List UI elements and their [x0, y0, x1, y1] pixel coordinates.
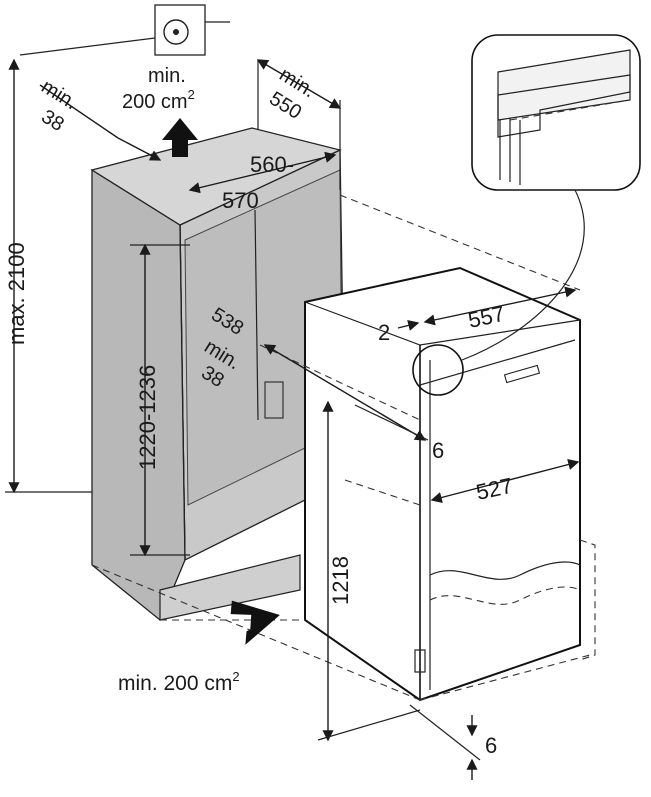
arrow-up-icon — [162, 118, 198, 157]
bottom-offset-label: 6 — [485, 733, 497, 758]
vent-symbol-icon — [19, 4, 230, 56]
niche-width-label-a: 560- — [250, 152, 294, 177]
appliance-height-label: 1218 — [328, 556, 353, 605]
niche-height-label: max. 2100 — [4, 242, 29, 345]
door-gap-label: 2 — [378, 320, 390, 345]
vent-top-area-label: 200 cm2 — [122, 87, 195, 113]
arrow-right-icon — [230, 600, 280, 645]
vent-bottom-area-label: min. 200 cm2 — [118, 669, 240, 695]
niche-width-label-b: 570 — [222, 188, 259, 213]
niche-inner-height-label: 1220-1236 — [135, 365, 160, 470]
vent-top-min-label: min. — [148, 65, 186, 87]
side-offset-label: 6 — [432, 438, 444, 463]
dimension-lines — [5, 58, 580, 780]
detail-callout — [412, 34, 641, 396]
appliance-body — [304, 266, 596, 702]
